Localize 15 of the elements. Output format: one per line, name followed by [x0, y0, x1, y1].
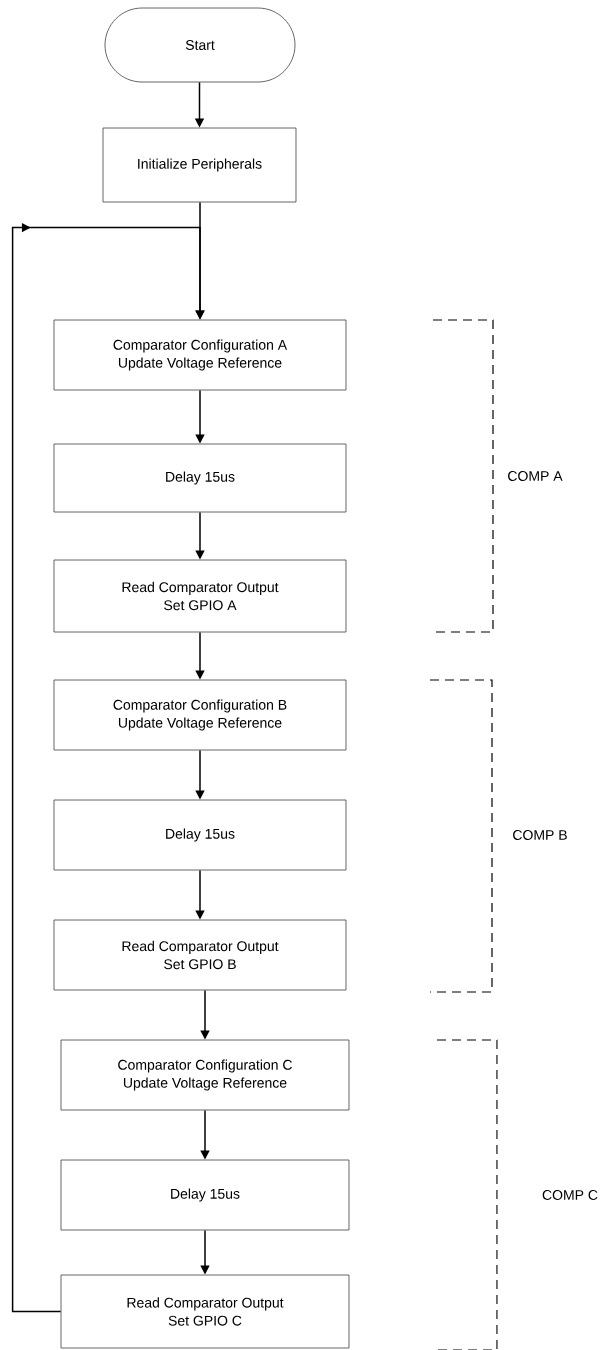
group-label: COMP A: [508, 471, 563, 481]
arrow: [11, 222, 205, 1313]
process-box: Comparator Configuration C Update Voltage Reference: [60, 1039, 350, 1111]
group-label: COMP B: [513, 830, 567, 840]
process-box: Delay 15us: [53, 443, 347, 513]
process-box: Read Comparator Output Set GPIO C: [60, 1274, 350, 1349]
process-box: Delay 15us: [53, 799, 347, 871]
process-box: Read Comparator Output Set GPIO B: [53, 919, 347, 991]
process-box: Initialize Peripherals: [102, 127, 297, 203]
process-box: Comparator Configuration B Update Voltage Reference: [53, 679, 347, 751]
group-label: COMP C: [542, 1190, 598, 1200]
terminal-box: Start: [104, 7, 296, 83]
process-box: Delay 15us: [60, 1159, 350, 1231]
process-box: Read Comparator Output Set GPIO A: [53, 559, 347, 633]
process-box: Comparator Configuration A Update Voltage Reference: [53, 319, 347, 391]
